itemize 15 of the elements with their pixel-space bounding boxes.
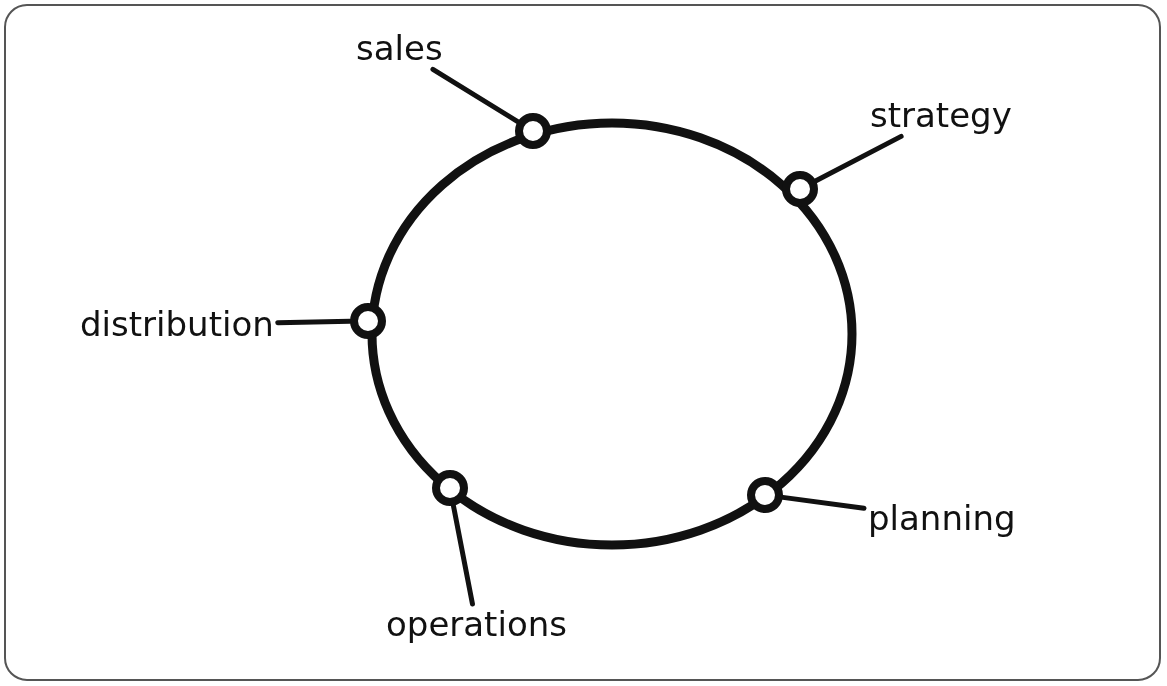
leader-line — [780, 494, 867, 511]
label-text: planning — [864, 498, 1020, 540]
ring-marker-icon — [781, 170, 819, 208]
leader-line — [813, 133, 904, 184]
label-text: sales — [352, 28, 447, 70]
leader-line — [450, 503, 475, 607]
ring-marker-icon — [349, 302, 387, 340]
ring-marker-icon — [431, 469, 469, 507]
label-text: operations — [382, 604, 571, 646]
label-text: distribution — [76, 304, 278, 346]
ring-marker-icon — [514, 112, 552, 150]
ring-marker-icon — [746, 476, 784, 514]
leader-line — [430, 66, 521, 125]
leader-line — [275, 318, 353, 326]
label-text: strategy — [866, 95, 1016, 137]
